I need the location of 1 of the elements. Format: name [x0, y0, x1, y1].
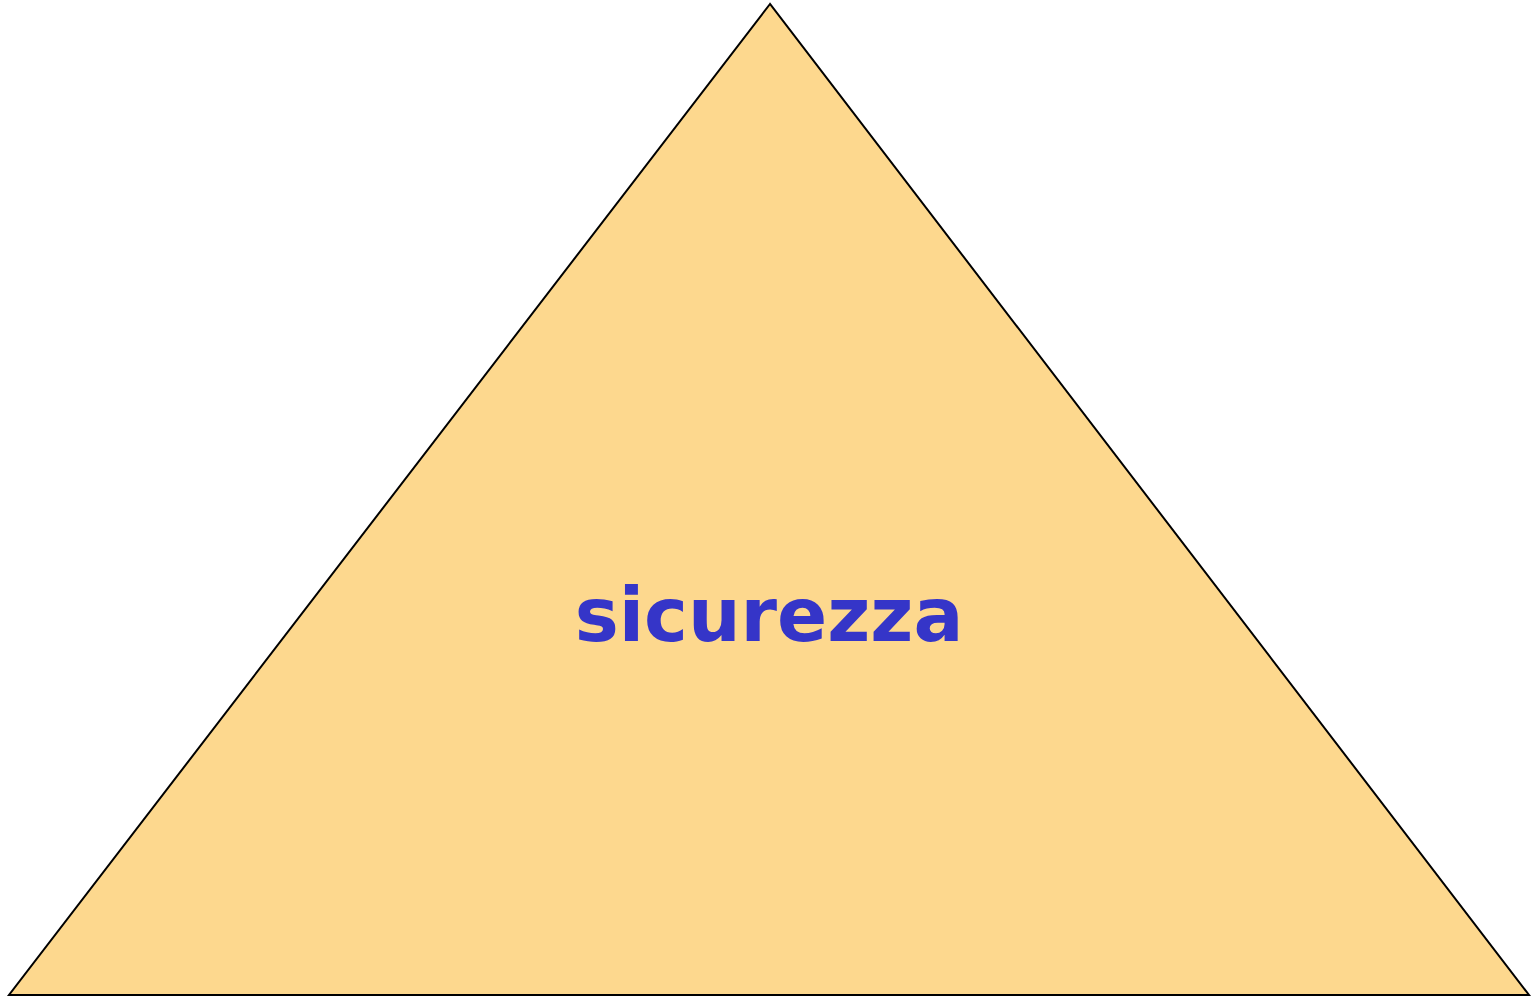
- node-label: sicurezza: [574, 572, 964, 658]
